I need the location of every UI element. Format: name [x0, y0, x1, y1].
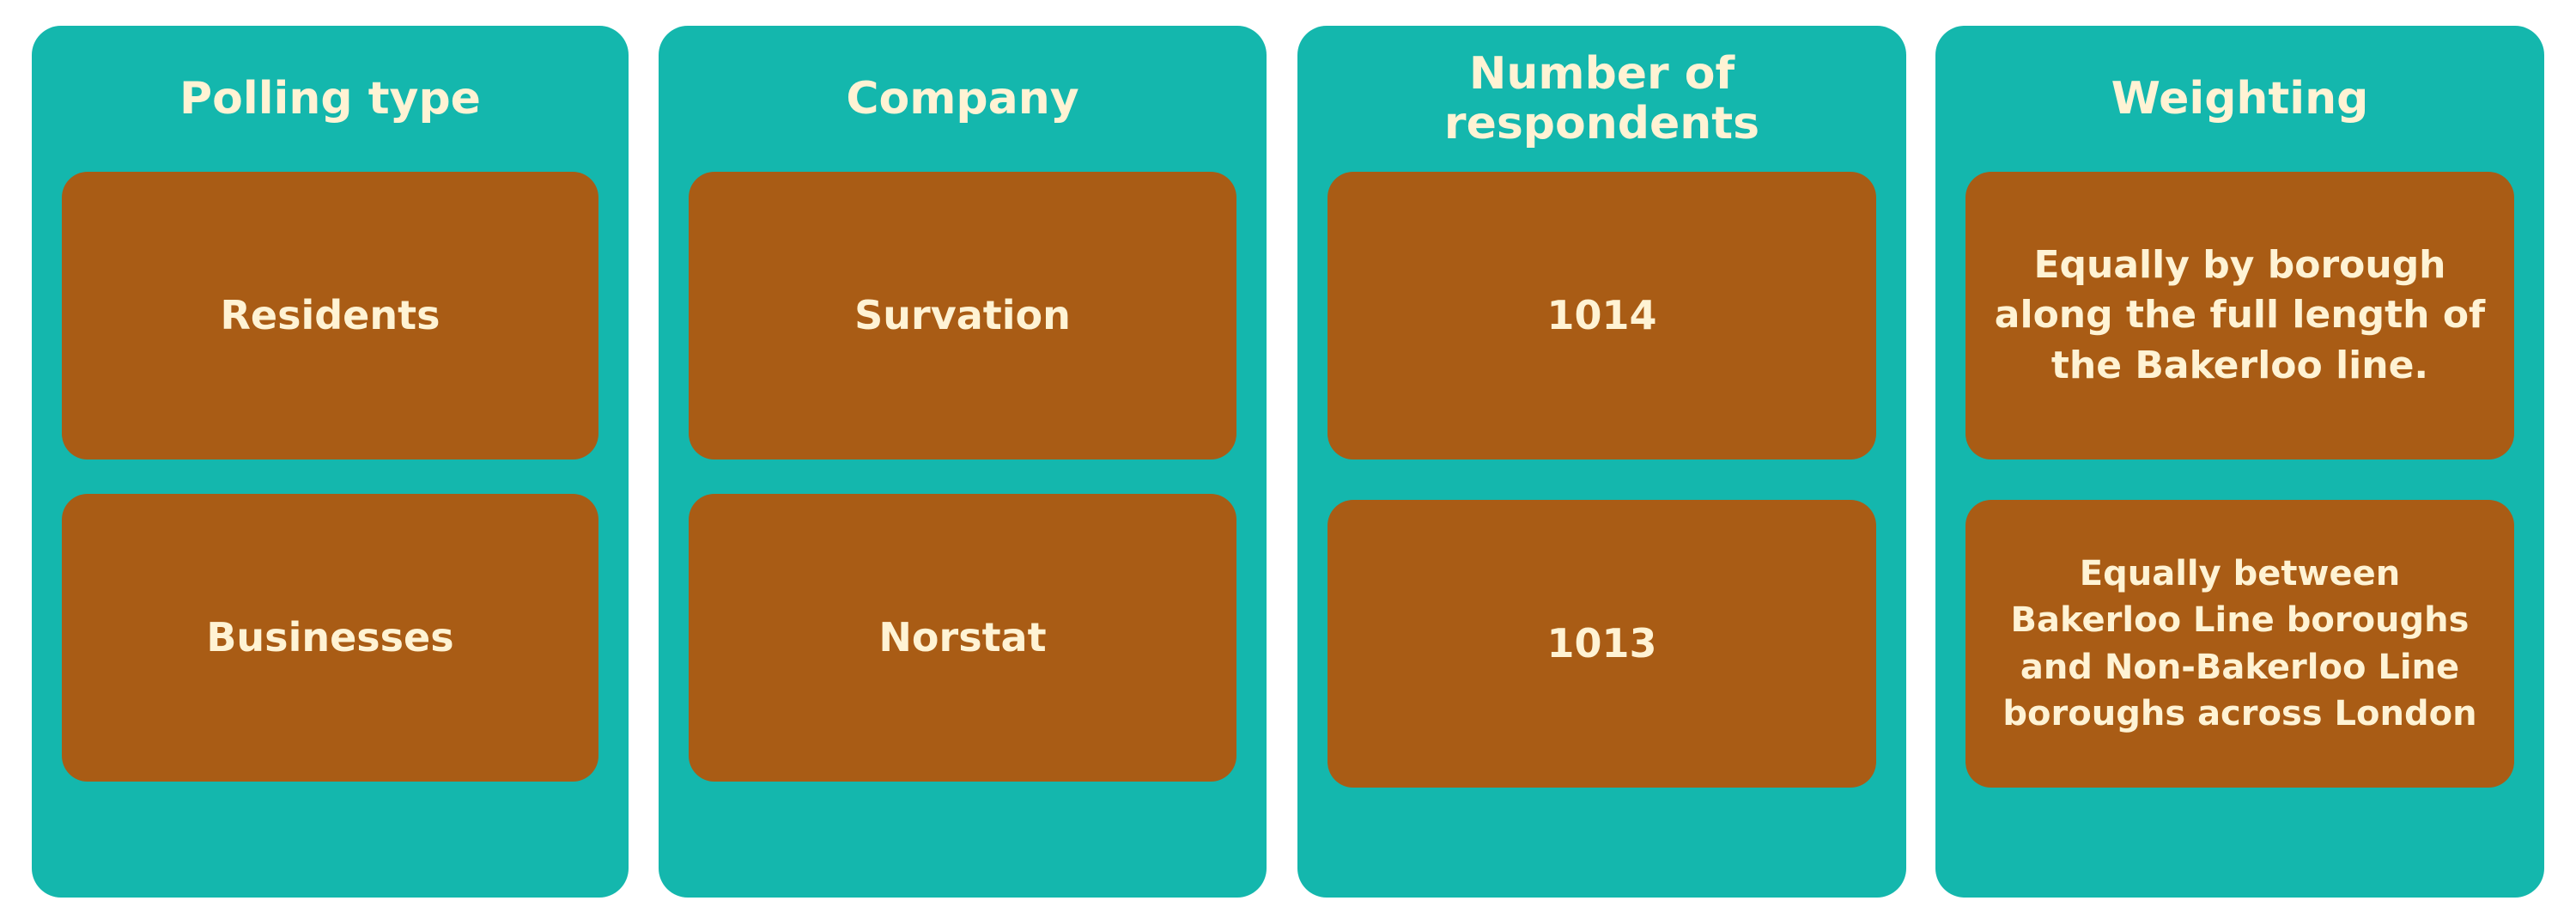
- column-title-text: Number of respondents: [1443, 47, 1760, 149]
- card-businesses: Businesses: [62, 494, 598, 782]
- column-title: Number of respondents: [1297, 26, 1906, 172]
- card-survation: Survation: [689, 172, 1236, 460]
- column-company: Company Survation Norstat: [659, 26, 1267, 898]
- card-label: 1013: [1546, 619, 1657, 666]
- card-label: 1014: [1546, 291, 1657, 338]
- card-respondents-residents: 1014: [1327, 172, 1876, 460]
- column-title: Weighting: [2111, 72, 2369, 125]
- column-title: Polling type: [179, 72, 481, 125]
- column-polling-type: Polling type Residents Businesses: [32, 26, 629, 898]
- card-weighting-businesses: Equally between Bakerloo Line boroughs a…: [1965, 500, 2514, 788]
- column-title: Company: [846, 72, 1079, 125]
- card-respondents-businesses: 1013: [1327, 500, 1876, 788]
- card-label: Businesses: [206, 613, 454, 660]
- card-label: Residents: [220, 291, 440, 338]
- card-label: Survation: [854, 291, 1071, 338]
- card-label: Norstat: [878, 613, 1047, 660]
- card-label: Equally by borough along the full length…: [1994, 243, 2486, 387]
- card-residents: Residents: [62, 172, 598, 460]
- card-weighting-residents: Equally by borough along the full length…: [1965, 172, 2514, 460]
- card-label: Equally between Bakerloo Line boroughs a…: [2002, 553, 2477, 733]
- column-weighting: Weighting Equally by borough along the f…: [1935, 26, 2544, 898]
- column-number-of-respondents: Number of respondents 1014 1013: [1297, 26, 1906, 898]
- card-norstat: Norstat: [689, 494, 1236, 782]
